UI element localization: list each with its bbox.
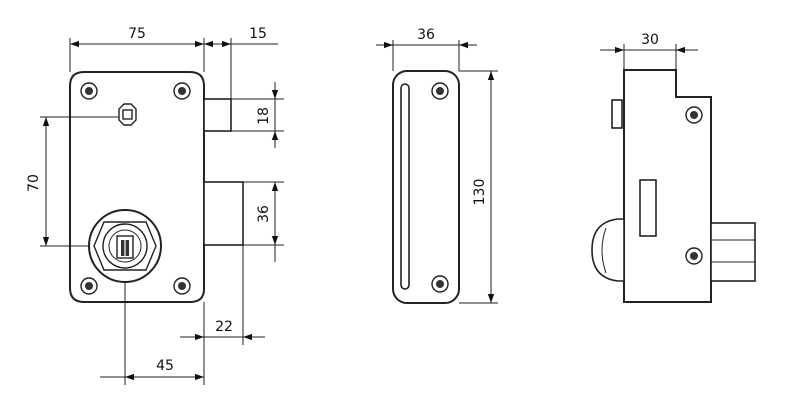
spindle-follower xyxy=(118,103,137,126)
front-screw-bottom-right xyxy=(173,277,191,295)
rear-cylinder xyxy=(591,218,625,282)
side-groove xyxy=(400,83,410,290)
dim-bolt-offset: 15 xyxy=(249,26,267,42)
lower-bolt xyxy=(203,181,244,246)
dim-backset: 45 xyxy=(156,358,174,374)
side-screw-top xyxy=(431,82,449,100)
dim-height: 130 xyxy=(472,179,488,206)
key-cylinder xyxy=(88,209,162,283)
upper-bolt xyxy=(203,98,232,132)
dim-lower-bolt: 36 xyxy=(256,205,272,223)
rear-screw-bottom xyxy=(685,247,703,265)
front-view: 75 15 18 36 70 22 45 xyxy=(26,26,284,385)
rear-slot xyxy=(639,179,657,237)
rear-bolt xyxy=(710,222,756,282)
side-screw-bottom xyxy=(431,275,449,293)
front-screw-top-right xyxy=(173,82,191,100)
front-screw-top-left xyxy=(80,82,98,100)
rear-dimensions: 30 xyxy=(600,32,698,54)
side-view: 36 130 xyxy=(376,27,498,304)
dim-width: 75 xyxy=(128,26,146,42)
dim-upper-bolt: 18 xyxy=(256,107,272,125)
dim-depth: 36 xyxy=(417,27,435,43)
dim-rear-depth: 30 xyxy=(641,32,659,48)
rear-view: 30 xyxy=(591,32,756,303)
rear-lock-body xyxy=(623,69,712,303)
dim-spindle-cylinder: 70 xyxy=(26,174,42,192)
front-dimensions: 75 15 18 36 70 22 45 xyxy=(26,26,279,381)
front-screw-bottom-left xyxy=(80,277,98,295)
dim-bolt-projection: 22 xyxy=(215,319,233,335)
rear-screw-top xyxy=(685,106,703,124)
side-dimensions: 36 130 xyxy=(376,27,495,303)
